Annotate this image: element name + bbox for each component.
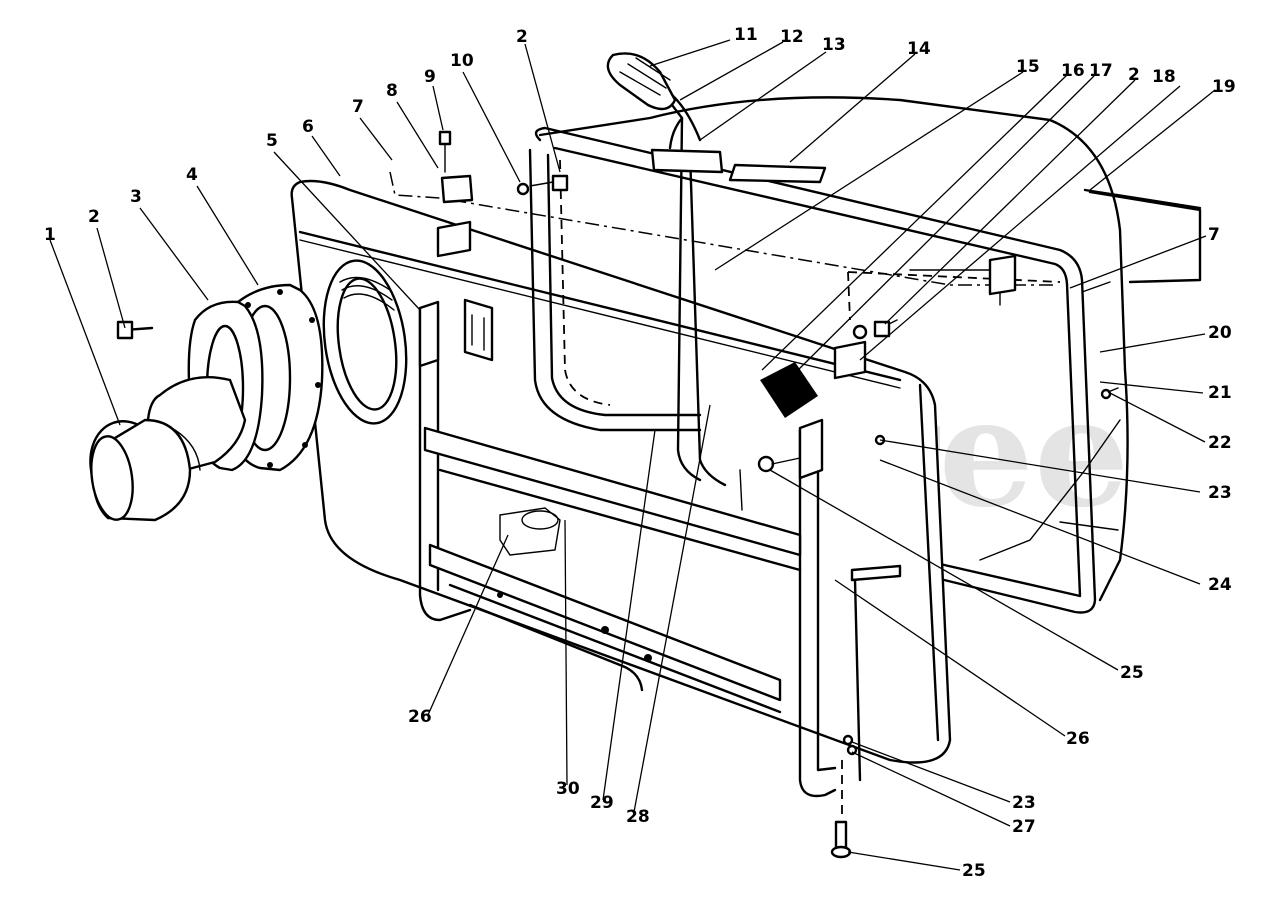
callout-29: 29 [590,793,614,813]
adapter-tube [89,376,247,522]
decal [728,163,827,184]
left-arm-frame [418,300,472,622]
right-arm-frame [798,418,902,798]
callout-26: 26 [1066,729,1090,749]
callout-26b: 26 [408,707,432,727]
callout-27: 27 [1012,817,1036,837]
callout-labels: 1 2 3 4 5 6 7 8 9 10 11 12 13 14 15 16 1… [44,25,1236,881]
callout-9: 9 [424,67,436,87]
top-frame-7 [389,171,1055,286]
callout-6: 6 [302,117,314,137]
callout-11: 11 [734,25,758,45]
callout-16: 16 [1061,61,1085,81]
callout-20: 20 [1208,323,1232,343]
callout-2: 2 [88,207,100,227]
callout-24: 24 [1208,575,1232,595]
screw-2-left [116,320,154,340]
handle-frame [528,148,702,432]
handle-lever [606,52,743,511]
callout-23: 23 [1208,483,1232,503]
callout-5: 5 [266,131,278,151]
front-panel [290,179,952,764]
callout-18: 18 [1152,67,1176,87]
callout-7b: 7 [1208,225,1220,245]
callout-28: 28 [626,807,650,827]
slide-rails [423,426,802,714]
mesh-screen [760,362,818,418]
callout-17: 17 [1089,61,1113,81]
callout-14: 14 [907,39,931,59]
callout-22: 22 [1208,433,1232,453]
callout-25: 25 [1120,663,1144,683]
callout-23b: 23 [1012,793,1036,813]
callout-3: 3 [130,187,142,207]
callout-30: 30 [556,779,580,799]
callout-12: 12 [780,27,804,47]
latch-bracket [499,507,561,556]
callout-15: 15 [1016,57,1040,77]
callout-8: 8 [386,81,398,101]
callout-25b: 25 [962,861,986,881]
callout-10: 10 [450,51,474,71]
lower-fasteners [757,387,1119,859]
top-brackets [436,174,1017,380]
callout-13: 13 [822,35,846,55]
door-opening [322,259,408,425]
callout-4: 4 [186,165,198,185]
callout-19: 19 [1212,77,1236,97]
callout-2b: 2 [1128,65,1140,85]
callout-21: 21 [1208,383,1232,403]
top-fasteners [438,130,1111,340]
callout-2-top: 2 [516,27,528,47]
callout-7: 7 [352,97,364,117]
panel-slots [463,298,494,362]
callout-1: 1 [44,225,56,245]
leader-lines [49,39,1216,871]
